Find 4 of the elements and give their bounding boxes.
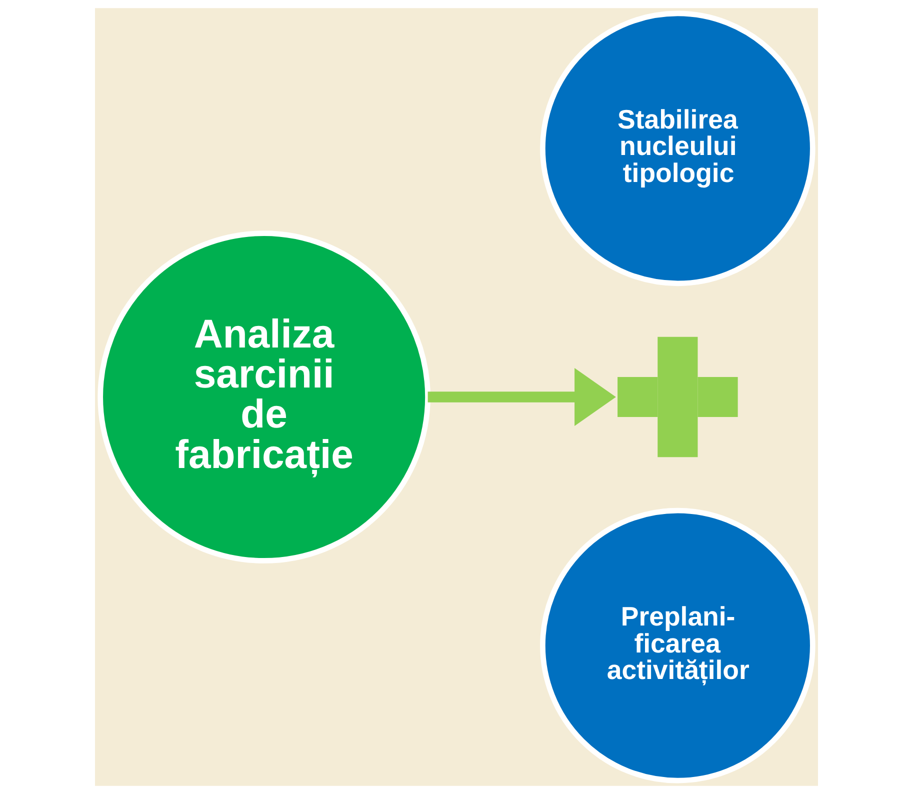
node-circle: Analiza sarcinii de fabricație — [97, 230, 430, 564]
arrow — [427, 368, 616, 426]
node-circle: Stabilirea nucleului tipologic — [540, 10, 815, 286]
node-circle: Preplani- ficarea activităților — [540, 508, 815, 784]
